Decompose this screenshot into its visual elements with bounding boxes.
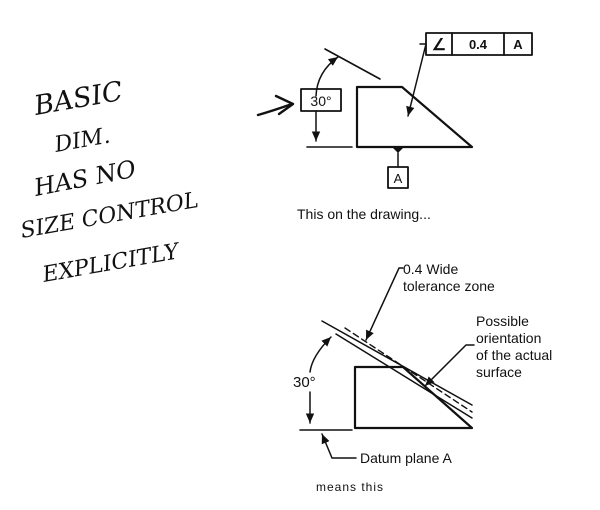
orientation-label-line-2: orientation [476, 330, 541, 346]
basic-dimension-box [300, 88, 342, 112]
datum-plane-label: Datum plane A [360, 450, 452, 466]
part-outline [355, 85, 474, 149]
top-caption: This on the drawing... [297, 206, 431, 222]
bottom-interpretation-view: 30° 0.4 Wide tolerance zone Possible ori… [293, 261, 552, 494]
handwritten-line-1: BASIC [31, 76, 126, 122]
frame-leader [406, 43, 427, 117]
handwritten-line-5: EXPLICITLY [40, 239, 183, 288]
orientation-leader [424, 344, 475, 387]
top-drawing-view: 30° ∠ 0.4 A A This on the drawing... [297, 32, 533, 222]
angle-dimension-arc [315, 56, 339, 97]
orientation-label-line-1: Possible [476, 313, 529, 329]
tolerance-zone-label-line-1: 0.4 Wide [403, 261, 458, 277]
handwritten-note: BASIC DIM. HAS NO SIZE CONTROL EXPLICITL… [19, 76, 201, 288]
handwritten-line-3: HAS NO [31, 155, 139, 202]
tolerance-zone-lower-line [335, 333, 473, 419]
angle-extension-line [324, 48, 381, 80]
datum-feature-symbol: A [387, 147, 409, 189]
datum-reference: A [513, 37, 523, 52]
angle-arc [309, 336, 332, 373]
actual-surface-dashed-line [344, 327, 473, 413]
angle-label: 30° [293, 374, 316, 391]
handwritten-arrow-icon [256, 94, 295, 117]
angularity-symbol-icon: ∠ [432, 37, 446, 54]
datum-letter: A [394, 171, 403, 186]
tolerance-value: 0.4 [469, 37, 488, 52]
handwritten-line-2: DIM. [52, 124, 112, 158]
basic-dimension-value: 30° [310, 93, 331, 109]
part-outline-bottom [353, 365, 474, 430]
bottom-caption: means this [316, 480, 384, 494]
orientation-label-line-3: of the actual [476, 347, 552, 363]
tolerance-zone-label-line-2: tolerance zone [403, 278, 495, 294]
orientation-label-line-4: surface [476, 364, 522, 380]
feature-control-frame: ∠ 0.4 A [425, 32, 533, 56]
datum-plane-leader [321, 433, 357, 459]
tolerance-zone-leader [365, 267, 404, 341]
